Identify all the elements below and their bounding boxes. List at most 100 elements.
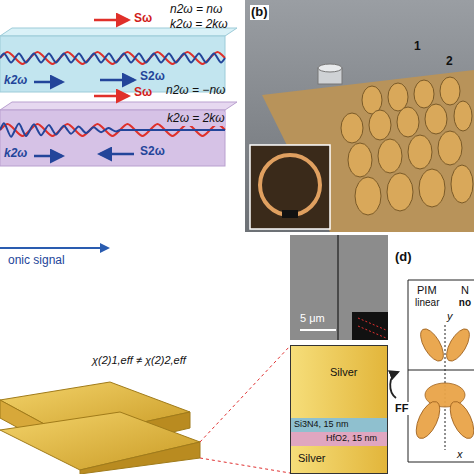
inset-photo	[250, 145, 330, 229]
ring-resonator	[454, 101, 472, 131]
ring-resonator	[414, 80, 434, 108]
axis-label: y	[446, 310, 454, 323]
direction-arrow	[34, 96, 134, 156]
sem-image	[290, 235, 388, 340]
signal-arrow	[0, 248, 108, 249]
photo-background	[245, 0, 474, 232]
scale-label: 5 μm	[300, 312, 325, 325]
layer-label: HfO2, 15 nm	[326, 433, 377, 443]
ring-resonator	[341, 113, 363, 143]
callout-number: 1	[414, 40, 421, 54]
beam-label: FF	[394, 402, 409, 415]
layer-stack	[291, 346, 388, 474]
panel-label: (b)	[250, 5, 269, 20]
rotation-arrow	[390, 372, 398, 398]
layer-stack	[290, 345, 388, 418]
inset-photo	[250, 145, 330, 229]
ring-resonator	[387, 173, 413, 211]
region-label: PIM	[416, 284, 438, 297]
region-label: linear	[414, 297, 440, 309]
waveguide-slab	[0, 110, 225, 166]
region-label: N	[460, 284, 470, 297]
panel-label: (d)	[395, 250, 412, 265]
wave-label: S2ω	[140, 145, 165, 159]
metal-cylinder	[318, 64, 342, 84]
equation: k2ω = 2kω	[166, 112, 226, 126]
layer-label: Silver	[330, 366, 358, 379]
layer-stack	[290, 446, 388, 474]
sem-image	[337, 235, 339, 340]
direction-arrow	[34, 81, 62, 84]
layer-label: Silver	[298, 452, 326, 465]
ring-resonator	[355, 177, 381, 215]
radiation-lobe	[411, 325, 474, 442]
radiation-lobe	[416, 325, 448, 364]
direction-arrow	[94, 19, 128, 22]
zoom-line	[200, 346, 290, 473]
wave-label: Sω	[134, 12, 152, 26]
ring-resonator	[369, 110, 391, 140]
layer-stack	[290, 418, 388, 432]
radiation-lobe	[442, 325, 474, 364]
box-frame	[408, 280, 474, 281]
ring-resonator	[378, 139, 402, 173]
wave-label: k2ω	[4, 74, 27, 88]
signal-arrow	[0, 247, 108, 249]
direction-arrow	[100, 79, 134, 82]
radiation-lobe	[411, 398, 444, 442]
sem-image	[358, 326, 386, 338]
waveguide-slab	[0, 28, 237, 92]
box-frame	[408, 280, 409, 462]
ring-resonator	[388, 83, 408, 111]
metal-cylinder	[318, 64, 342, 72]
equation: n2ω = −nω	[166, 84, 225, 98]
sem-image	[300, 329, 336, 331]
sem-image	[290, 235, 388, 340]
ring-resonator	[341, 77, 473, 215]
radiation-lobe	[445, 398, 474, 442]
zoom-line	[200, 458, 290, 473]
metal-slab	[0, 382, 200, 474]
wave-label: S2ω	[140, 70, 165, 84]
region-label: no	[458, 297, 472, 309]
direction-arrow	[34, 20, 134, 82]
waveguide-slab	[0, 102, 237, 110]
rotation-arrow	[390, 372, 398, 398]
photo-background	[245, 0, 474, 232]
direction-arrow	[100, 153, 134, 156]
ring-resonator	[451, 165, 473, 203]
metal-slab	[80, 442, 200, 474]
layer-stack	[290, 432, 388, 446]
wave-label: k2ω	[4, 147, 27, 161]
box-frame	[408, 370, 474, 371]
axis-label: x	[456, 448, 464, 461]
sem-image	[352, 312, 388, 340]
direction-arrow	[94, 95, 128, 98]
ring-resonator	[419, 169, 445, 207]
ring-resonator	[438, 131, 462, 165]
layer-label: Si3N4, 15 nm	[294, 419, 349, 429]
equation: n2ω = nω	[170, 3, 222, 17]
wave-label: Sω	[134, 86, 152, 100]
inset-photo	[260, 155, 320, 215]
wave-curve	[0, 124, 225, 136]
equation: χ(2)1,eff ≠ χ(2)2,eff	[92, 354, 186, 367]
wave-curve	[0, 54, 225, 63]
inset-photo	[282, 210, 298, 218]
direction-arrow	[34, 155, 62, 158]
ring-resonator	[425, 104, 447, 134]
wave-curve	[0, 52, 225, 64]
equation: k2ω = 2kω	[170, 18, 228, 32]
wave-curve	[0, 52, 225, 64]
ring-resonator	[348, 143, 372, 177]
callout-number: 2	[446, 55, 453, 69]
zoom-line	[200, 346, 290, 442]
signal-label: onic signal	[8, 254, 65, 268]
layer-stack	[290, 345, 388, 474]
box-frame	[408, 462, 474, 463]
waveguide-slab	[0, 102, 237, 166]
ring-resonator	[397, 107, 419, 137]
ring-resonator	[408, 135, 432, 169]
ring-resonator	[440, 77, 460, 105]
